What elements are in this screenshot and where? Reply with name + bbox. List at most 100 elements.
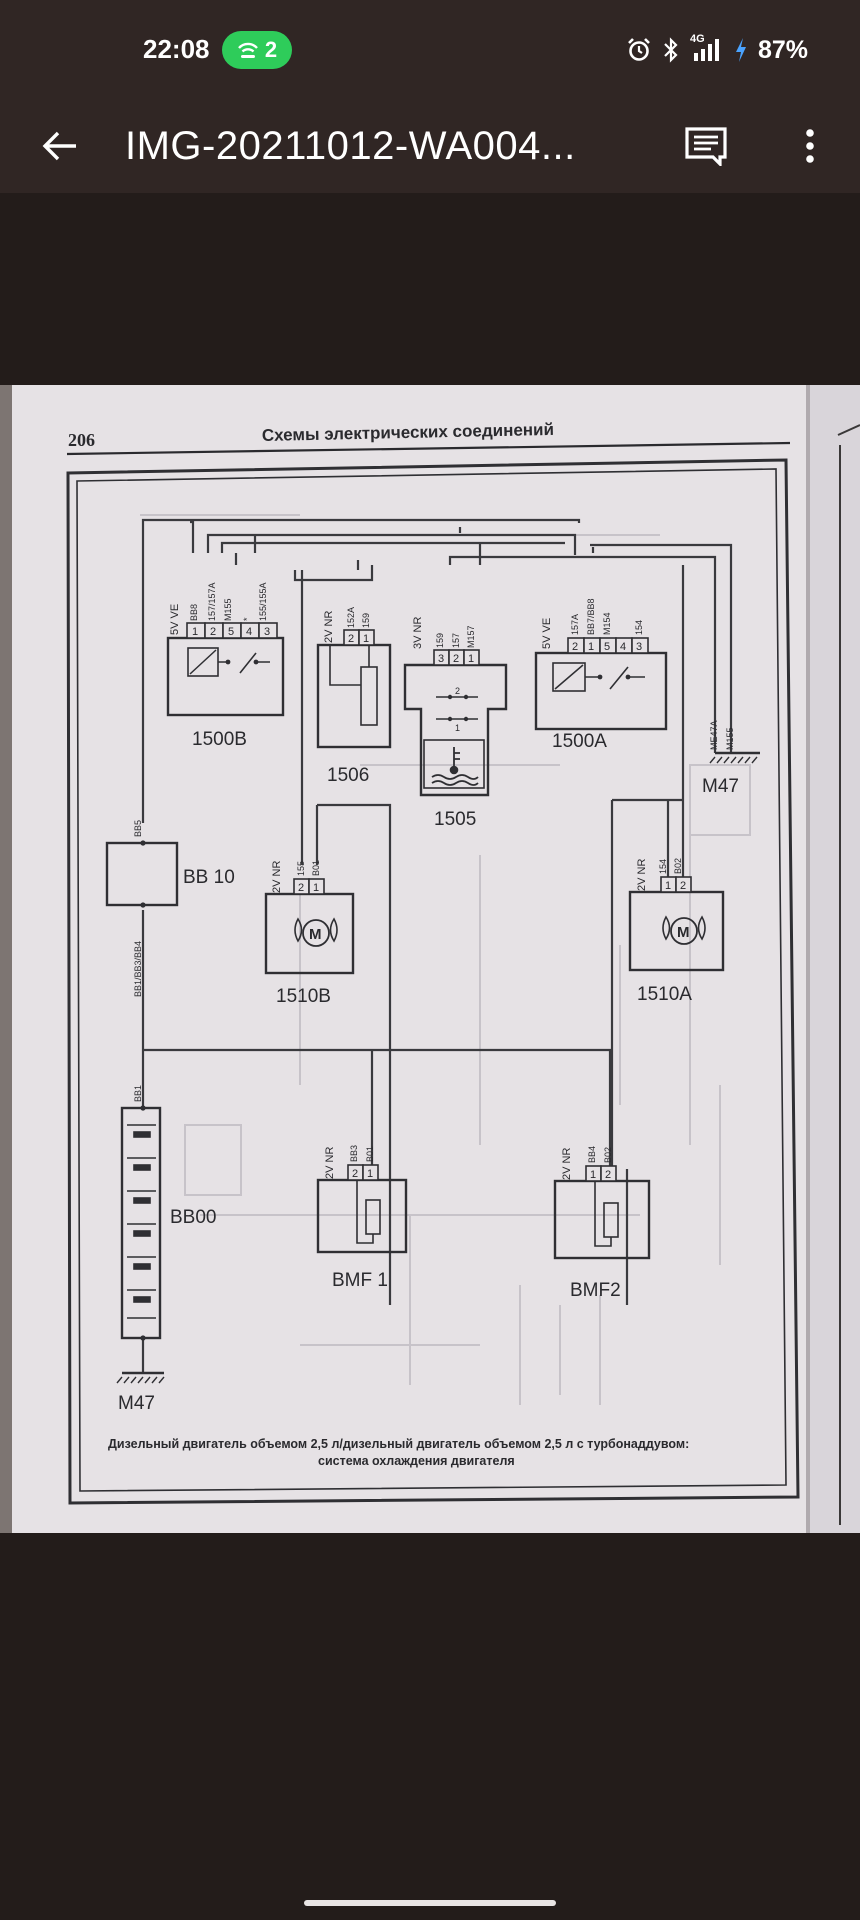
fan-a-pin-2: 2: [680, 880, 686, 892]
battery-label: BB00: [170, 1207, 216, 1228]
fan-blade-icon: [662, 915, 706, 941]
relay-a-wire-3: M154: [602, 612, 612, 635]
svg-text:M: M: [309, 926, 322, 943]
resistor-label: 1506: [327, 765, 369, 786]
status-time: 22:08: [143, 34, 210, 64]
fuse-bb10: BB5 BB1/BB3/BB4 BB 10: [105, 820, 235, 997]
switch-contact-1: 1: [455, 723, 460, 733]
bmf2-pin-2: 2: [605, 1169, 611, 1181]
fan-a-connector: 2V NR: [636, 859, 648, 891]
relay-a-pin-2: 1: [588, 641, 594, 653]
bmf1-label: BMF 1: [332, 1270, 388, 1291]
diagram-caption-line-1: Дизельный двигатель объемом 2,5 л/дизель…: [108, 1437, 689, 1451]
wifi-hotspot-icon: [237, 42, 258, 58]
temp-switch-wire-1: 159: [435, 633, 445, 648]
fan-b-wire-1: 155: [296, 861, 306, 876]
bmf2-wire-2: B02: [603, 1147, 613, 1163]
svg-text:M: M: [677, 924, 690, 941]
temp-switch-pin-3: 3: [438, 653, 444, 665]
relay-1500a: 2 1 5 4 3 5V VE 157A BB7/BB8 M154 154 15…: [534, 598, 668, 752]
ground-m47-left: M47: [116, 1371, 165, 1414]
bmf1-connector: 2V NR: [324, 1147, 336, 1179]
relay-b-label: 1500B: [192, 729, 247, 750]
bb1-bb3-bb4-wire: BB1/BB3/BB4: [133, 941, 143, 997]
diagram-caption-line-2: система охлаждения двигателя: [318, 1454, 515, 1468]
fan-b-label: 1510B: [276, 986, 331, 1007]
image-title: IMG-20211012-WA004...: [125, 124, 576, 168]
relay-a-pin-3: 5: [604, 641, 610, 653]
photo-view[interactable]: 206 Схемы электрических соединений: [0, 385, 860, 1533]
hotspot-indicator[interactable]: 2: [222, 31, 292, 69]
relay-a-wire-1: 157A: [570, 614, 580, 635]
page-heading: Схемы электрических соединений: [262, 420, 554, 445]
switch-contact-2: 2: [455, 686, 460, 696]
relay-a-label: 1500A: [552, 731, 607, 752]
relay-b-wire-5: 155/155A: [258, 582, 268, 621]
relay-b-wire-4: *: [242, 617, 252, 621]
ground-wire-2: M155: [725, 727, 735, 750]
fan-b-pin-2: 2: [298, 882, 304, 894]
temp-switch-wire-2: 157: [451, 633, 461, 648]
ground-left-label: M47: [118, 1393, 155, 1414]
fan-a-wire-1: 154: [658, 859, 668, 874]
relay-b-pin-4: 4: [246, 626, 252, 638]
app-bar: IMG-20211012-WA004...: [0, 100, 860, 193]
temp-switch-connector: 3V NR: [412, 617, 424, 649]
gesture-nav-bar[interactable]: [304, 1900, 556, 1906]
fuse-bmf2: 1 2 2V NR BB4 B02 BMF2: [553, 1146, 651, 1301]
fan-1510a: M 1 2 2V NR 154 B02 1510A: [628, 858, 725, 1005]
relay-b-pin-2: 2: [210, 626, 216, 638]
relay-a-wire-2: BB7/BB8: [586, 598, 596, 635]
relay-b-wire-3: M155: [223, 598, 233, 621]
signal-icon: 4G: [690, 33, 724, 63]
bmf2-label: BMF2: [570, 1280, 621, 1301]
resistor-wire-2: 159: [361, 613, 371, 628]
relay-a-pin-1: 2: [572, 641, 578, 653]
fan-b-connector: 2V NR: [271, 861, 283, 893]
temp-switch-label: 1505: [434, 809, 476, 830]
temp-switch-pin-2: 2: [453, 653, 459, 665]
relay-b-wire-1: BB8: [189, 604, 199, 621]
fan-blade-icon: [294, 917, 338, 943]
more-options-button[interactable]: [780, 116, 840, 176]
back-button[interactable]: [30, 116, 90, 176]
relay-b-pin-1: 1: [192, 626, 198, 638]
temp-switch-1505: 2 1 3 2 1 3V NR 159 157 M157 1505: [403, 617, 508, 830]
ground-wire-1: ME47A: [709, 720, 719, 750]
fan-a-label: 1510A: [637, 984, 692, 1005]
relay-a-connector: 5V VE: [541, 618, 553, 649]
bmf1-wire-2: B01: [365, 1146, 375, 1162]
status-icons: 4G 87%: [626, 30, 808, 70]
relay-b-pin-5: 3: [264, 626, 270, 638]
bmf1-pin-2: 2: [352, 1168, 358, 1180]
temp-switch-pin-1: 1: [468, 653, 474, 665]
bmf2-wire-1: BB4: [587, 1146, 597, 1163]
more-vert-icon: [806, 129, 814, 163]
battery-charging-icon: [734, 37, 748, 63]
relay-a-wire-5: 154: [634, 620, 644, 635]
fan-a-pin-1: 1: [665, 880, 671, 892]
fuse-bmf1: 2 1 2V NR BB3 B01 BMF 1: [316, 1145, 408, 1291]
bluetooth-icon: [662, 37, 680, 63]
ground-m47-right: ME47A M155 M47: [702, 720, 760, 797]
network-type: 4G: [689, 33, 705, 45]
bmf2-connector: 2V NR: [561, 1148, 573, 1180]
comments-button[interactable]: [676, 116, 736, 176]
fan-1510b: M 2 1 2V NR 155 B01 1510B: [264, 860, 355, 1007]
battery-percent: 87%: [757, 35, 808, 64]
relay-1500b: 1 2 5 4 3 5V VE BB8 157/157A M155 * 155/…: [166, 582, 285, 750]
relay-b-wire-2: 157/157A: [207, 582, 217, 621]
bb10-label: BB 10: [183, 867, 235, 888]
relay-b-pin-3: 5: [228, 626, 234, 638]
resistor-wire-1: 152A: [346, 607, 356, 628]
battery-bb00: BB1 BB00: [120, 1085, 216, 1341]
resistor-1506: 2 1 2V NR 152A 159 1506: [316, 607, 392, 786]
fan-b-wire-2: B01: [311, 860, 321, 876]
fan-a-wire-2: B02: [673, 858, 683, 874]
temp-switch-wire-3: M157: [466, 625, 476, 648]
page-number: 206: [68, 430, 95, 450]
arrow-back-icon: [42, 131, 76, 161]
alarm-icon: [626, 37, 652, 63]
status-bar: 22:08 2 4G 87%: [0, 0, 860, 100]
bb5-wire: BB5: [133, 820, 143, 837]
